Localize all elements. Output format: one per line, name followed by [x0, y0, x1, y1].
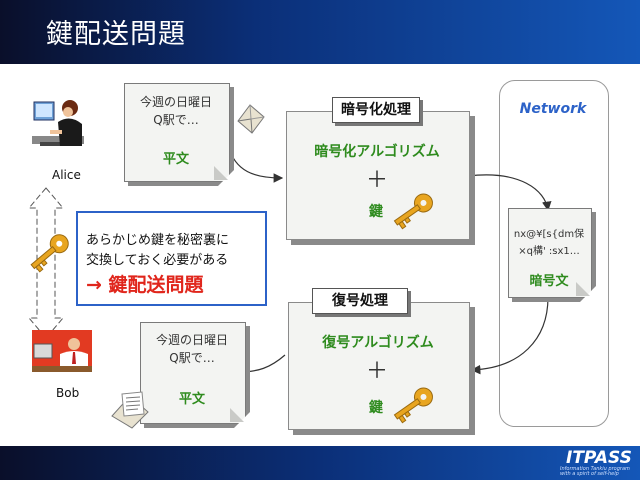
encrypt-plus: ＋	[366, 168, 389, 193]
envelope-icon	[237, 104, 265, 134]
decrypt-key-label: 鍵	[369, 400, 383, 416]
decrypt-algorithm: 復号アルゴリズム	[322, 335, 434, 351]
notice-line3: → 鍵配送問題	[86, 274, 204, 296]
opened-letter-icon	[111, 391, 149, 429]
bob-label: Bob	[56, 386, 80, 400]
encrypt-key-icon	[393, 193, 433, 230]
alice-plaintext-label: 平文	[162, 152, 189, 167]
encrypt-algorithm: 暗号化アルゴリズム	[314, 144, 440, 160]
key-distribution-notice	[76, 211, 267, 306]
arrow-network-to-decrypt	[470, 296, 549, 375]
encrypt-key-label: 鍵	[369, 204, 383, 220]
key-exchange-arrow	[27, 187, 65, 339]
ciphertext-label: 暗号文	[529, 274, 569, 289]
network-label: Network	[519, 101, 587, 117]
bob-doc-line2: Q駅で…	[169, 351, 215, 365]
shared-key-icon	[30, 234, 69, 273]
alice-avatar	[32, 100, 84, 146]
cipher-line2: ×q構' :sx1…	[518, 246, 580, 257]
notice-line1: あらかじめ鍵を秘密裏に	[86, 233, 230, 248]
slide-title: 鍵配送問題	[46, 19, 186, 50]
alice-label: Alice	[52, 168, 81, 182]
encrypt-title: 暗号化処理	[332, 97, 420, 123]
decrypt-plus: ＋	[366, 359, 389, 384]
itpass-logo: ITPASS	[566, 448, 632, 468]
alice-doc-line1: 今週の日曜日	[139, 95, 212, 109]
decrypt-title: 復号処理	[312, 288, 408, 314]
notice-line2: 交換しておく必要がある	[86, 253, 229, 268]
alice-note-fold	[214, 166, 228, 180]
bob-plaintext-note	[140, 322, 246, 424]
alice-doc-line2: Q駅で…	[153, 113, 199, 127]
bob-note-fold	[230, 408, 244, 422]
itpass-logo-tagline: Information Tankiu program with a spirit…	[560, 466, 630, 477]
cipher-line1: nx@¥[s{dm保	[513, 229, 585, 240]
header-bar	[0, 0, 640, 64]
footer-bar	[0, 446, 640, 480]
encrypt-process-box	[286, 111, 470, 240]
arrow-plaintext-to-encrypt	[227, 144, 284, 183]
bob-avatar	[32, 330, 92, 372]
ciphertext-note-fold	[576, 282, 590, 296]
alice-plaintext-note	[124, 83, 230, 182]
decrypt-process-box	[288, 302, 470, 430]
arrow-encrypt-to-network	[467, 174, 552, 212]
bob-plaintext-label: 平文	[178, 392, 205, 407]
decrypt-key-icon	[393, 387, 433, 424]
bob-doc-line1: 今週の日曜日	[155, 333, 228, 347]
